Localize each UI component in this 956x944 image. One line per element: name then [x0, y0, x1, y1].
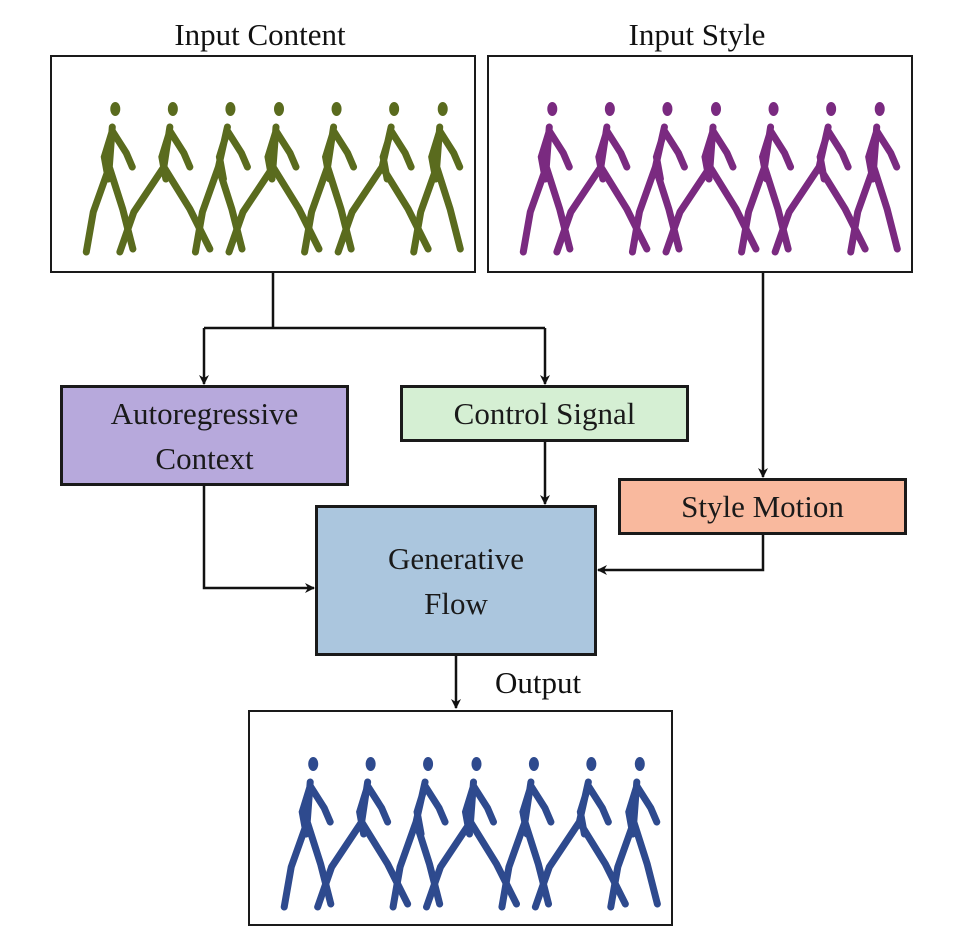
walking-figure	[628, 102, 688, 256]
walking-figure	[738, 102, 795, 256]
walking-figure	[334, 102, 432, 256]
figure-head	[662, 102, 673, 116]
figure-head	[547, 102, 558, 116]
input-style-panel	[487, 55, 913, 273]
autoregressive-line2: Context	[155, 440, 254, 476]
walking-figure	[607, 757, 661, 911]
style-motion-label: Style Motion	[681, 489, 844, 524]
autoregressive-context-node: Autoregressive Context	[60, 385, 349, 486]
figure-head	[528, 757, 539, 771]
figure-head	[586, 757, 597, 771]
style-motion-node: Style Motion	[618, 478, 907, 535]
figure-head	[274, 102, 284, 116]
walking-figure	[847, 102, 901, 256]
figure-head	[331, 102, 342, 116]
walking-figure	[531, 757, 629, 911]
walking-figure	[301, 102, 358, 256]
figure-head	[874, 102, 885, 116]
control-signal-node: Control Signal	[400, 385, 689, 442]
output-figures	[280, 757, 661, 911]
walking-figure	[662, 102, 760, 256]
figure-head	[604, 102, 615, 116]
figure-head	[711, 102, 721, 116]
flow-line1: Generative	[388, 540, 524, 576]
arrow-autoregressive-to-flow	[202, 485, 315, 593]
output-panel	[248, 710, 673, 926]
input-content-title: Input Content	[174, 17, 346, 52]
figure-head	[437, 102, 448, 116]
walking-figure	[314, 757, 412, 911]
walking-figure	[498, 757, 555, 911]
input-content-panel	[50, 55, 476, 273]
walking-figure	[519, 102, 574, 256]
walking-figure	[82, 102, 137, 256]
generative-flow-node: Generative Flow	[315, 505, 597, 656]
flow-line2: Flow	[424, 585, 488, 621]
arrow-style-to-flow	[597, 534, 765, 575]
autoregressive-line1: Autoregressive	[110, 395, 299, 431]
output-label: Output	[494, 665, 582, 700]
figure-head	[225, 102, 236, 116]
content-figures	[82, 102, 464, 256]
figure-head	[308, 757, 319, 771]
figure-head	[389, 102, 400, 116]
walking-figure	[280, 757, 335, 911]
figure-head	[167, 102, 178, 116]
walking-figure	[191, 102, 251, 256]
content-trunk	[204, 272, 545, 330]
walking-figure	[410, 102, 464, 256]
walking-figure	[225, 102, 323, 256]
walking-figure	[423, 757, 520, 911]
figure-head	[365, 757, 376, 771]
figure-head	[110, 102, 121, 116]
figure-head	[423, 757, 434, 771]
walking-figure	[553, 102, 651, 256]
style-figures	[519, 102, 901, 256]
walking-figure	[771, 102, 869, 256]
walking-figure	[116, 102, 214, 256]
figure-head	[826, 102, 837, 116]
figure-head	[768, 102, 779, 116]
walking-figure	[389, 757, 449, 911]
control-signal-label: Control Signal	[453, 396, 636, 431]
figure-head	[471, 757, 482, 771]
input-style-title: Input Style	[628, 17, 766, 52]
figure-head	[634, 757, 645, 771]
